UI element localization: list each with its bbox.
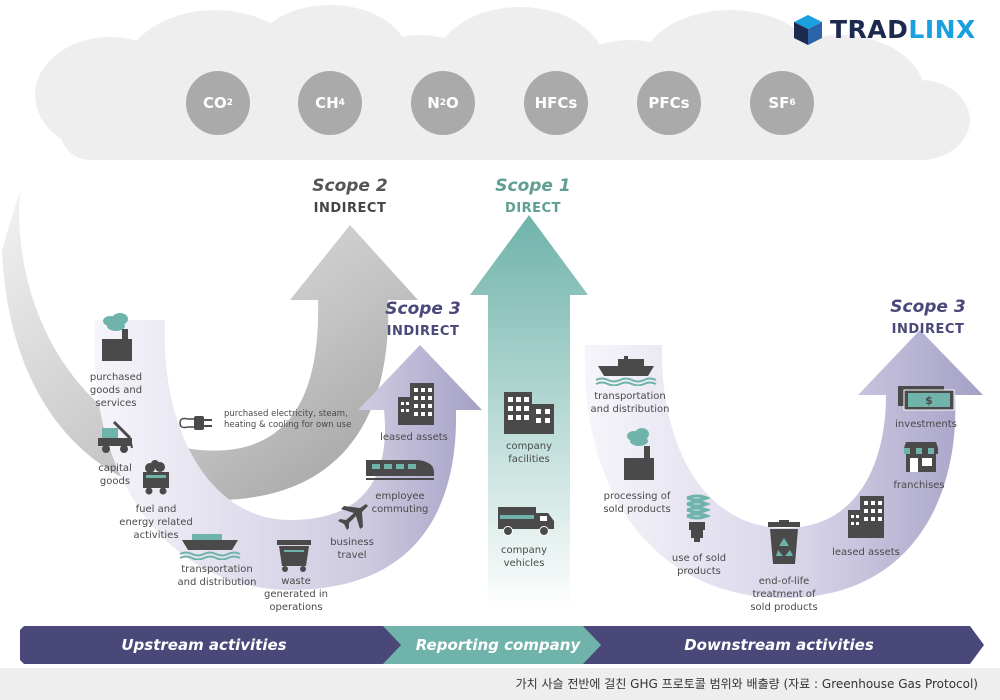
label-purchased-electricity: purchased electricity, steam, heating & … xyxy=(224,409,352,430)
scope1-subtitle: DIRECT xyxy=(505,201,561,216)
storefront-icon xyxy=(904,442,938,472)
train-icon xyxy=(366,460,434,480)
scope2-title: Scope 2 xyxy=(312,176,388,196)
company-building-icon xyxy=(504,392,554,434)
label-purchased-goods: purchased goods and services xyxy=(89,372,143,409)
truck-crane-icon xyxy=(98,420,133,453)
label-use-sold-products: use of sold products xyxy=(671,553,727,577)
scope2-subtitle: INDIRECT xyxy=(313,201,387,216)
scope3-downstream-title: Scope 3 xyxy=(890,297,966,317)
label-company-vehicles: company vehicles xyxy=(500,545,548,569)
coal-cart-icon xyxy=(143,460,169,495)
office-building-icon xyxy=(398,383,434,425)
scope3-upstream-title: Scope 3 xyxy=(385,299,461,319)
money-investments-icon: $ xyxy=(898,386,955,411)
label-transport-upstream: transportation and distribution xyxy=(177,564,257,588)
logo-text: TRADLINX xyxy=(830,15,976,44)
svg-text:$: $ xyxy=(925,394,933,407)
label-business-travel: business travel xyxy=(330,537,374,561)
label-employee-commuting: employee commuting xyxy=(371,491,429,515)
label-end-of-life: end-of-life treatment of sold products xyxy=(750,576,818,613)
cargo-ship-icon xyxy=(179,534,241,560)
light-bulb-icon xyxy=(686,494,712,542)
band-upstream: Upstream activities xyxy=(121,636,287,654)
activity-band xyxy=(20,626,984,664)
label-fuel-energy: fuel and energy related activities xyxy=(119,504,193,541)
caption-bar: 가치 사슬 전반에 걸친 GHG 프로토콜 범위와 배출량 (자료 : Gree… xyxy=(0,668,1000,700)
scope3-upstream-subtitle: INDIRECT xyxy=(386,324,460,339)
label-franchises: franchises xyxy=(893,480,945,491)
label-leased-assets-upstream: leased assets xyxy=(380,432,448,443)
scope3-downstream-subtitle: INDIRECT xyxy=(891,322,965,337)
cube-logo-icon xyxy=(794,15,822,45)
label-investments: investments xyxy=(895,419,957,430)
band-downstream: Downstream activities xyxy=(684,636,874,654)
scope2-arrow xyxy=(2,190,418,500)
label-capital-goods: capital goods xyxy=(98,463,132,487)
factory-icon xyxy=(102,313,132,361)
leased-building-downstream-icon xyxy=(848,496,884,538)
label-processing: processing of sold products xyxy=(603,491,671,515)
waste-bin-icon xyxy=(277,540,311,572)
cargo-ship-downstream-icon xyxy=(595,356,657,386)
scope3-upstream-arrow xyxy=(94,320,483,590)
tradlinx-logo: TRADLINX xyxy=(792,12,988,48)
processing-factory-icon xyxy=(624,428,654,480)
label-transport-downstream: transportation and distribution xyxy=(590,391,670,415)
label-leased-assets-downstream: leased assets xyxy=(832,547,900,558)
gas-pfcs: PFCs xyxy=(637,71,701,135)
label-waste: waste generated in operations xyxy=(264,576,328,613)
delivery-truck-icon xyxy=(498,507,554,536)
scope1-title: Scope 1 xyxy=(495,176,571,196)
gas-hfcs: HFCs xyxy=(524,71,588,135)
airplane-icon xyxy=(338,504,368,530)
recycle-bin-icon xyxy=(768,520,800,564)
caption-text: 가치 사슬 전반에 걸친 GHG 프로토콜 범위와 배출량 (자료 : Gree… xyxy=(515,677,978,691)
label-company-facilities: company facilities xyxy=(505,441,553,465)
electric-plug-icon xyxy=(179,416,212,430)
band-reporting: Reporting company xyxy=(415,636,581,654)
